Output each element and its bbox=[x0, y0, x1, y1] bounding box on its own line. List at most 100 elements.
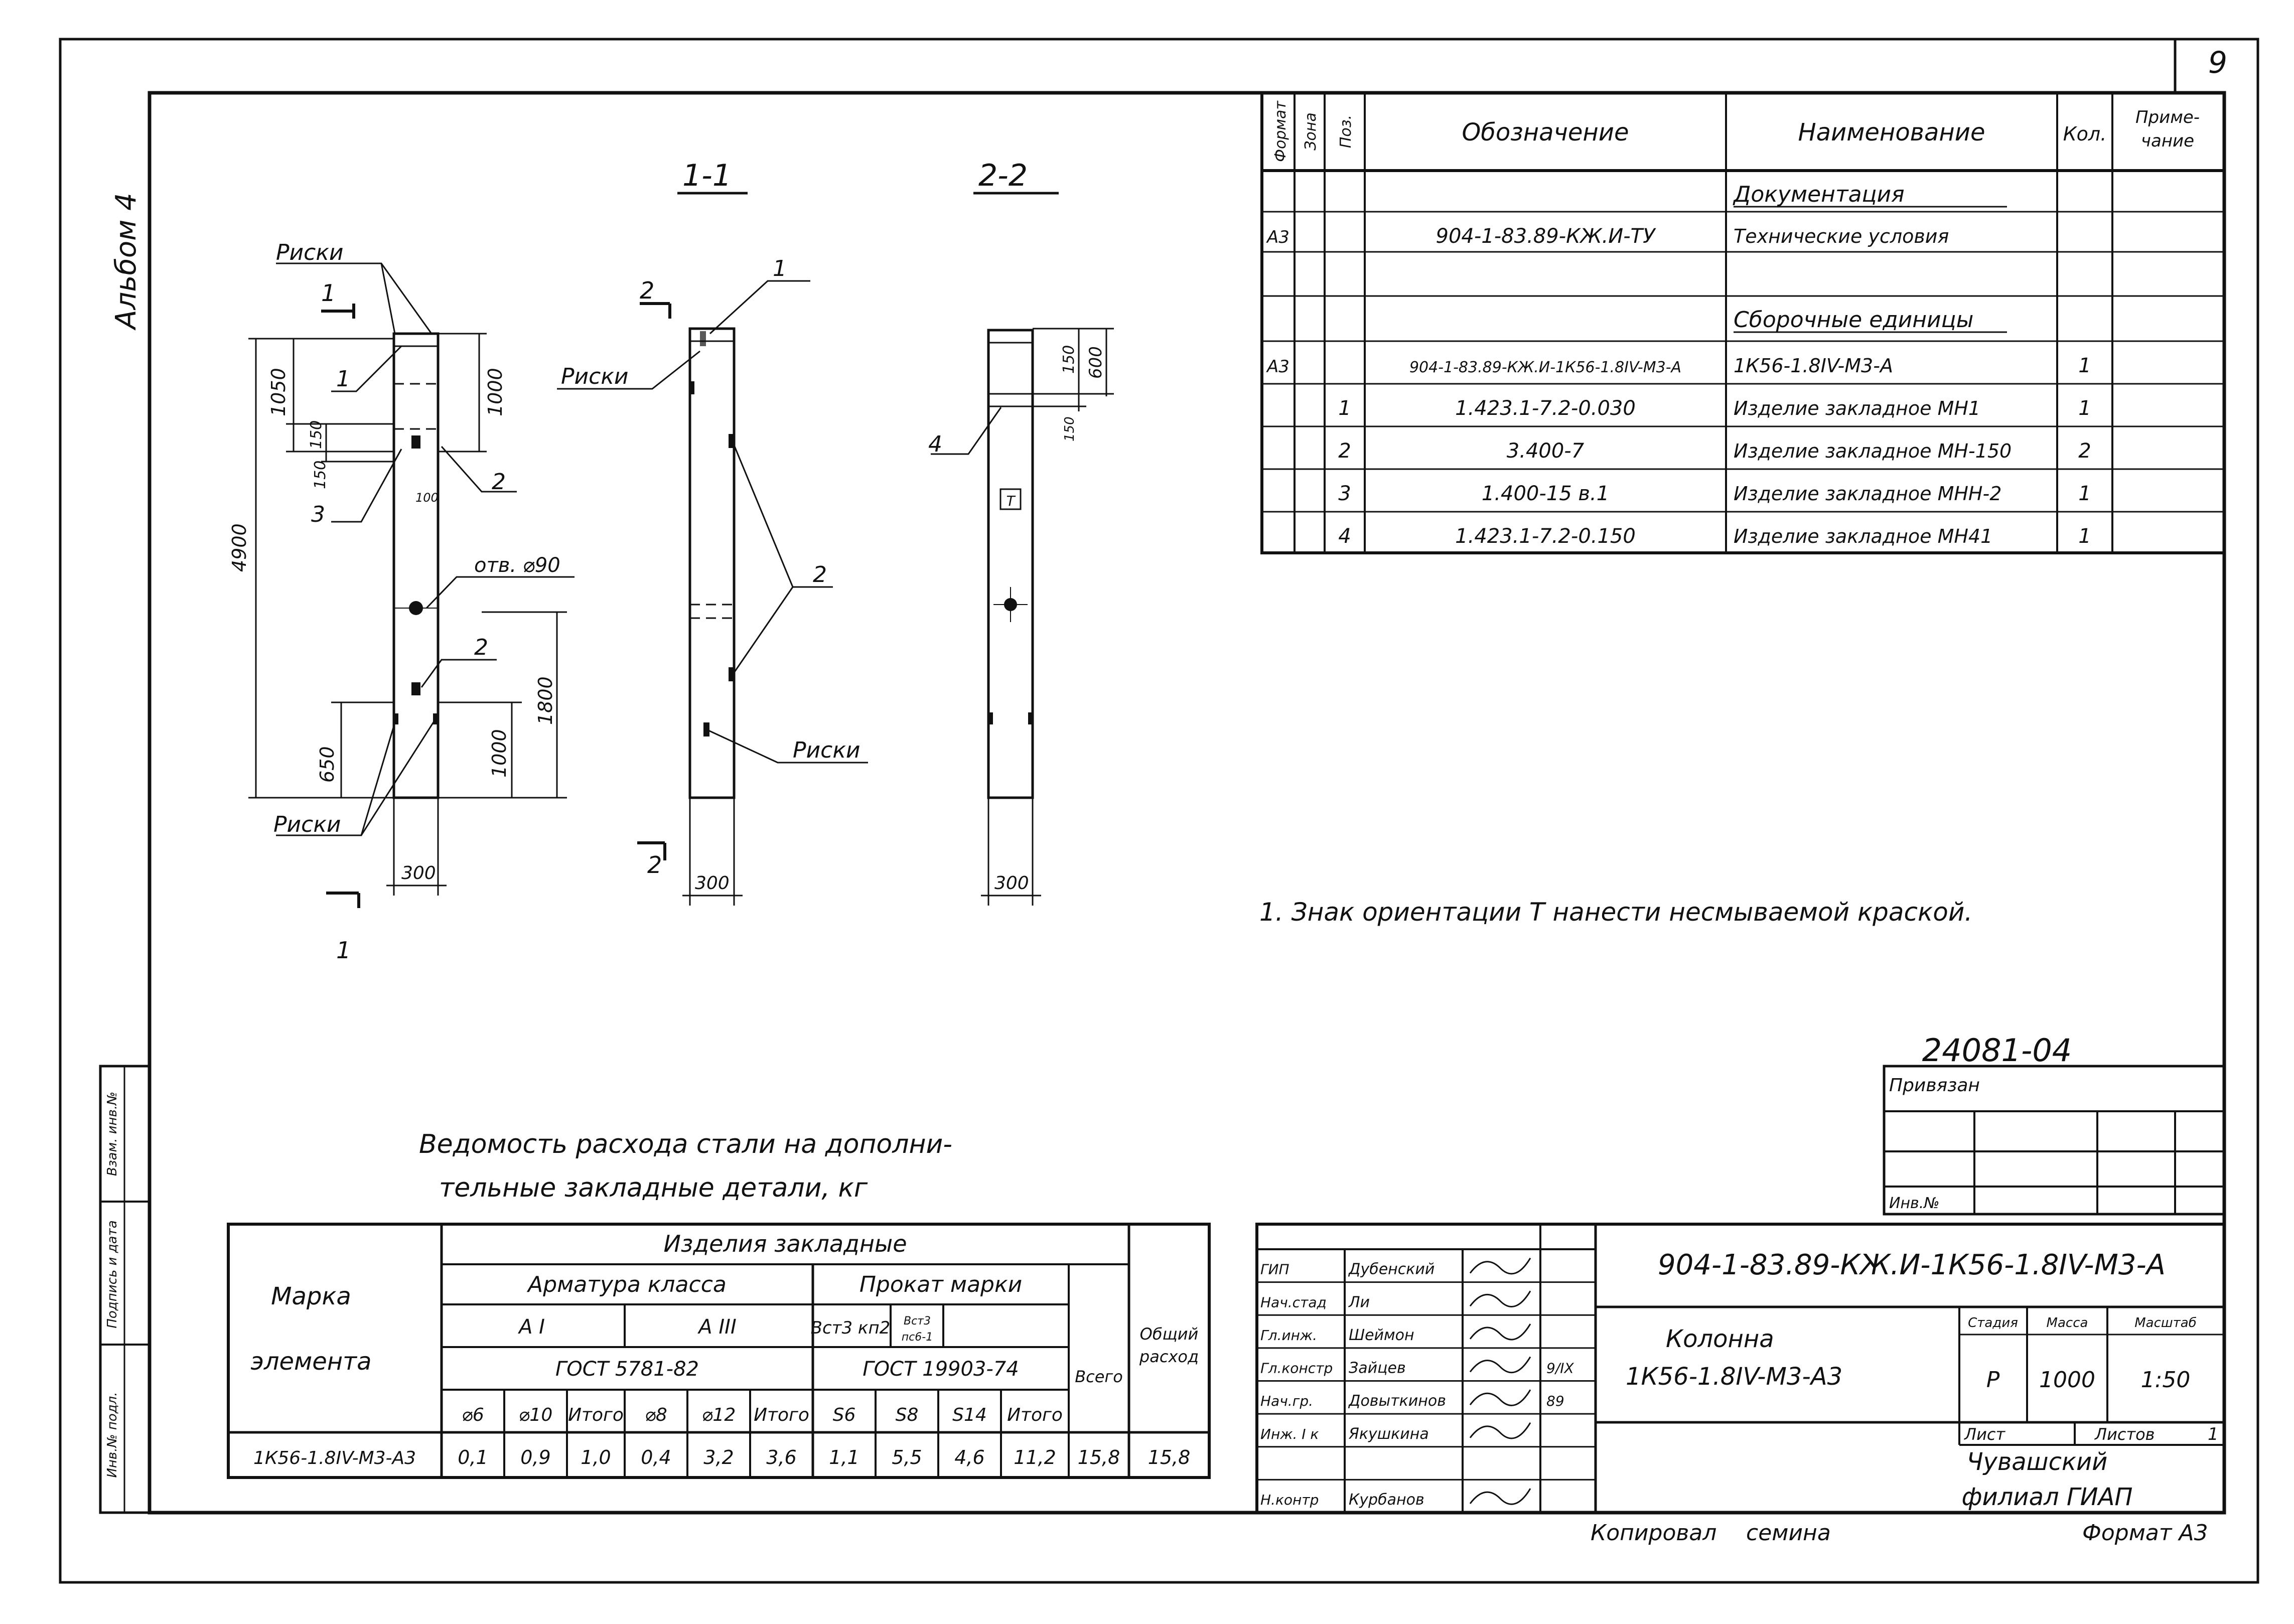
svg-text:пс6-1: пс6-1 bbox=[902, 1331, 933, 1344]
svg-text:элемента: элемента bbox=[250, 1348, 371, 1376]
svg-text:1: 1 bbox=[336, 366, 350, 392]
section-1-1: 1-1 300 2 2 1 Риски 2 Риски bbox=[557, 158, 868, 906]
staff-name: Дубенский bbox=[1348, 1261, 1435, 1278]
sheet-number: 9 bbox=[2208, 45, 2227, 80]
svg-text:Зона: Зона bbox=[1302, 112, 1320, 151]
steel-subheader: ⌀8 bbox=[645, 1405, 667, 1425]
steel-subheader: ⌀12 bbox=[702, 1405, 736, 1425]
staff-row: Н.контр Курбанов bbox=[1260, 1488, 1531, 1509]
signature bbox=[1469, 1356, 1531, 1374]
svg-text:2: 2 bbox=[492, 469, 506, 495]
svg-text:1050: 1050 bbox=[267, 368, 290, 416]
staff-row: Гл.инж. Шеймон bbox=[1260, 1323, 1531, 1344]
staff-row: Нач.гр.Довыткинов bbox=[1260, 1389, 1531, 1410]
steel-value: 5,5 bbox=[892, 1446, 922, 1468]
outer-border bbox=[59, 38, 2259, 1584]
spec-row: Документация bbox=[1733, 182, 2007, 208]
orientation-note: 1. Знак ориентации Т нанести несмываемой… bbox=[1259, 898, 1972, 927]
svg-text:1000: 1000 bbox=[488, 729, 510, 778]
steel-subheader: S6 bbox=[833, 1405, 856, 1425]
spec-qty: 2 bbox=[2078, 439, 2091, 463]
svg-text:2: 2 bbox=[647, 851, 662, 878]
spec-name: Изделие закладное МН41 bbox=[1734, 525, 1992, 547]
steel-title-1: Ведомость расхода стали на дополни- bbox=[419, 1129, 952, 1159]
spec-designation: 904-1-83.89-КЖ.И-ТУ bbox=[1436, 225, 1657, 248]
spec-qty: 1 bbox=[2078, 482, 2091, 505]
project-code: 24081-04 bbox=[1922, 1032, 2072, 1069]
side-stamp: Инв.№ подл. Подпись и дата Взам. инв.№ bbox=[99, 1065, 151, 1514]
steel-value: 15,8 bbox=[1148, 1446, 1191, 1468]
orientation-mark bbox=[999, 488, 1022, 510]
svg-text:1800: 1800 bbox=[534, 676, 556, 725]
svg-text:600: 600 bbox=[1086, 346, 1106, 379]
spec-name: Изделие закладное МН-150 bbox=[1734, 440, 2012, 462]
riski-label-bottom: Риски bbox=[273, 812, 341, 837]
spec-pos: 1 bbox=[1338, 397, 1351, 420]
staff-name: Шеймон bbox=[1349, 1326, 1414, 1344]
stamp-inv: Инв.№ подл. bbox=[105, 1392, 120, 1478]
spec-row: А3 904-1-83.89-КЖ.И-ТУ Технические условия bbox=[1266, 225, 1949, 248]
spec-format: А3 bbox=[1266, 357, 1289, 377]
svg-text:Масса: Масса bbox=[2047, 1315, 2088, 1331]
svg-text:Лист: Лист bbox=[1964, 1425, 2005, 1444]
steel-value: 0,9 bbox=[520, 1446, 550, 1468]
column-elevation: 4900 1050 150 150 650 1000 1800 1000 300… bbox=[228, 240, 575, 964]
riski-label-top: Риски bbox=[276, 240, 344, 265]
col-name: Наименование bbox=[1798, 118, 1985, 146]
staff-role: Гл.инж. bbox=[1260, 1327, 1317, 1344]
svg-text:ГОСТ 5781-82: ГОСТ 5781-82 bbox=[555, 1358, 699, 1381]
staff-name: Ли bbox=[1348, 1293, 1370, 1311]
staff-role: Гл.констр bbox=[1260, 1360, 1333, 1377]
staff-role: Н.контр bbox=[1260, 1492, 1319, 1508]
section-label-1: 1-1 bbox=[682, 158, 732, 193]
steel-value: 0,1 bbox=[458, 1446, 488, 1468]
spec-qty: 1 bbox=[2078, 354, 2091, 377]
staff-name: Зайцев bbox=[1349, 1360, 1406, 1377]
spec-designation: 1.423.1-7.2-0.030 bbox=[1455, 397, 1636, 420]
svg-text:Стадия: Стадия bbox=[1968, 1315, 2018, 1331]
staff-name: Курбанов bbox=[1349, 1491, 1424, 1509]
spec-name: Технические условия bbox=[1734, 225, 1949, 247]
spec-name: Сборочные единицы bbox=[1734, 307, 1973, 333]
svg-text:Изделия закладные: Изделия закладные bbox=[663, 1230, 907, 1257]
spec-qty: 1 bbox=[2078, 397, 2091, 420]
staff-date: 89 bbox=[1546, 1393, 1564, 1409]
hole-label: отв. ⌀90 bbox=[474, 554, 560, 577]
svg-text:расход: расход bbox=[1139, 1347, 1199, 1366]
steel-value: 3,2 bbox=[703, 1446, 734, 1468]
svg-text:1000: 1000 bbox=[484, 368, 506, 416]
svg-text:1: 1 bbox=[2208, 1424, 2219, 1444]
signature bbox=[1469, 1323, 1531, 1341]
svg-text:Инв.№: Инв.№ bbox=[1889, 1195, 1939, 1212]
svg-text:Листов: Листов bbox=[2094, 1425, 2155, 1444]
svg-text:150: 150 bbox=[308, 420, 325, 449]
spec-format: А3 bbox=[1266, 227, 1289, 247]
riski-label-section-bottom: Риски bbox=[793, 737, 861, 763]
spec-pos: 3 bbox=[1338, 482, 1351, 505]
svg-text:300: 300 bbox=[401, 863, 436, 883]
svg-text:2: 2 bbox=[813, 562, 827, 587]
title-block: 904-1-83.89-КЖ.И-1К56-1.8IV-М3-А Колонна… bbox=[1255, 1223, 2226, 1514]
spec-name: 1К56-1.8IV-М3-А bbox=[1734, 355, 1893, 377]
inner-border bbox=[148, 91, 2226, 1515]
svg-text:300: 300 bbox=[695, 873, 730, 894]
svg-text:Кол.: Кол. bbox=[2063, 123, 2107, 145]
signature bbox=[1469, 1257, 1531, 1275]
staff-role: Нач.гр. bbox=[1260, 1393, 1313, 1409]
svg-text:А III: А III bbox=[697, 1315, 736, 1339]
spec-designation: 3.400-7 bbox=[1507, 439, 1585, 463]
svg-text:2: 2 bbox=[474, 635, 488, 660]
steel-subheader: Итого bbox=[754, 1405, 809, 1425]
signature bbox=[1469, 1488, 1531, 1505]
svg-text:150: 150 bbox=[312, 461, 329, 489]
svg-text:300: 300 bbox=[994, 873, 1029, 894]
steel-value: 0,4 bbox=[641, 1446, 671, 1468]
steel-subheader: Итого bbox=[568, 1405, 624, 1425]
svg-text:150: 150 bbox=[1060, 345, 1078, 374]
